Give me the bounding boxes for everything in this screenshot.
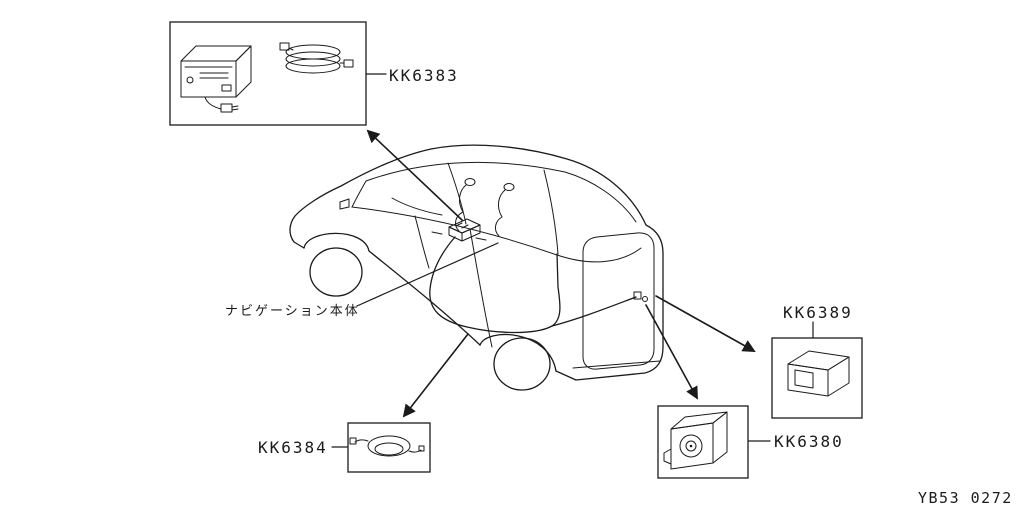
headrest-rear bbox=[503, 183, 515, 191]
nav-unit-in-vehicle bbox=[448, 218, 481, 242]
label-kk6384: KK6384 bbox=[258, 438, 328, 457]
arrow-to-kk6383 bbox=[366, 129, 463, 221]
a-pillar bbox=[351, 180, 367, 208]
beltline bbox=[351, 206, 642, 263]
vehicle-rear-edge bbox=[575, 224, 664, 381]
drawing-code: YB53 0272 bbox=[918, 489, 1013, 507]
part-box-kk6389 bbox=[771, 337, 863, 419]
wiring-harness-route bbox=[429, 236, 642, 334]
label-kk6380: KK6380 bbox=[774, 432, 844, 451]
harness-cable-illustration bbox=[279, 42, 354, 74]
arrow-to-kk6384 bbox=[402, 333, 469, 418]
part-box-kk6380-frame bbox=[657, 405, 749, 479]
bracket-cover-illustration bbox=[787, 350, 850, 397]
vehicle-front-bumper bbox=[289, 215, 305, 249]
part-box-kk6383 bbox=[169, 21, 367, 126]
label-nav-body: ナビゲーション本体 bbox=[225, 304, 360, 319]
cable-coil-illustration bbox=[349, 435, 425, 457]
front-wheel-arch bbox=[303, 232, 370, 252]
vehicle-drawing bbox=[289, 144, 664, 391]
rear-wheel-arch bbox=[479, 333, 557, 372]
part-box-kk6384-frame bbox=[347, 422, 431, 473]
speaker-unit-illustration bbox=[663, 411, 728, 470]
rear-latch bbox=[642, 296, 648, 302]
vehicle-roofline bbox=[294, 144, 647, 226]
dashboard-line bbox=[391, 197, 443, 216]
speaker-center-dot bbox=[689, 444, 693, 448]
arrow-to-kk6380 bbox=[645, 304, 698, 400]
b-pillar bbox=[447, 162, 467, 225]
vehicle-sill bbox=[368, 250, 481, 346]
part-box-kk6380 bbox=[657, 405, 749, 479]
door-handle-rear bbox=[475, 237, 487, 241]
nav-unit-illustration bbox=[180, 45, 252, 113]
headrest-front bbox=[464, 178, 476, 186]
part-box-kk6383-frame bbox=[169, 21, 367, 126]
door-handle-front bbox=[431, 231, 443, 235]
arrow-to-kk6389 bbox=[655, 295, 756, 352]
rear-bumper-line bbox=[572, 360, 661, 369]
roof-inner-line bbox=[365, 161, 637, 223]
rear-hatch-outline bbox=[582, 232, 655, 370]
rear-lower-corner bbox=[555, 370, 577, 381]
c-pillar bbox=[543, 169, 559, 255]
side-mirror bbox=[339, 198, 350, 210]
part-box-kk6389-frame bbox=[771, 337, 863, 419]
rear-wheel bbox=[493, 337, 551, 391]
seat-rear bbox=[494, 189, 506, 237]
front-wheel bbox=[309, 247, 363, 297]
leader-nav-body bbox=[356, 242, 499, 307]
sliding-door-seam bbox=[469, 228, 493, 348]
front-door-seam bbox=[414, 215, 430, 269]
label-kk6389: KK6389 bbox=[783, 303, 853, 322]
label-kk6383: KK6383 bbox=[389, 66, 459, 85]
seat-front bbox=[455, 184, 467, 232]
part-box-kk6384 bbox=[347, 422, 431, 473]
